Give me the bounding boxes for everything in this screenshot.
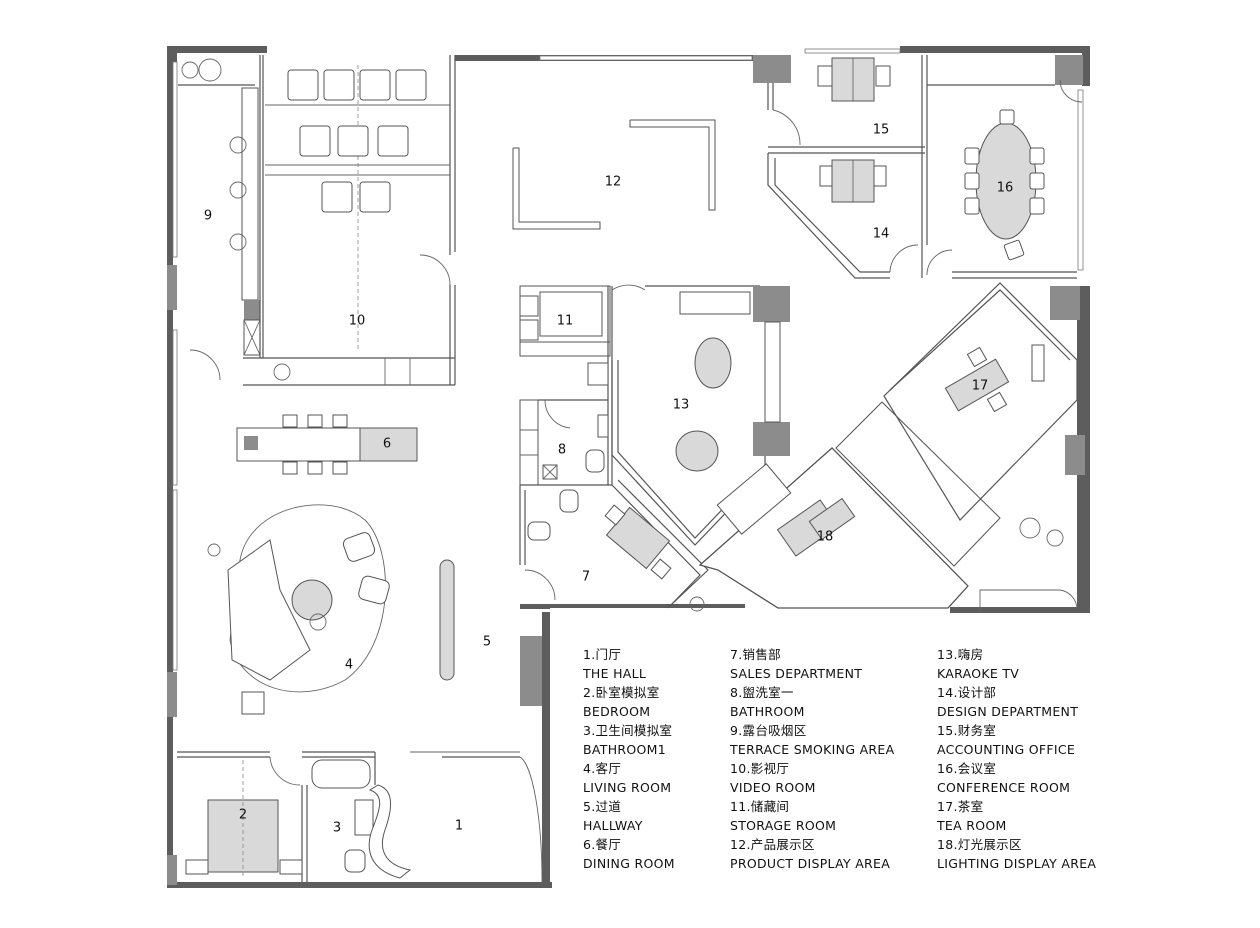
room-number: 16: [997, 181, 1014, 196]
cinema-seats: [287, 69, 427, 213]
legend-column-3: 13.嗨房 KARAOKE TV 14.设计部 DESIGN DEPARTMEN…: [937, 645, 1096, 873]
legend-column-2: 7.销售部 SALES DEPARTMENT 8.盥洗室一 BATHROOM 9…: [730, 645, 894, 873]
legend-item-cn: 11.储藏间: [730, 799, 790, 814]
dining-area: [236, 414, 418, 475]
legend-item-en: TERRACE SMOKING AREA: [730, 742, 895, 757]
living-area: [207, 504, 455, 715]
legend-item-cn: 6.餐厅: [583, 837, 622, 852]
legend-item-en: HALLWAY: [583, 818, 643, 833]
product-display-walls: [512, 119, 716, 230]
room-number: 18: [817, 530, 834, 545]
room-labels: 1 2 3 4 5 6 7 8 9 10 11 12 13 14 15 16 1…: [204, 123, 1013, 836]
room-number: 17: [972, 379, 989, 394]
legend-item-cn: 16.会议室: [937, 761, 997, 776]
room-number: 8: [558, 443, 566, 458]
legend-item-cn: 1.门厅: [583, 647, 622, 662]
legend-item-en: THE HALL: [583, 666, 647, 681]
windows: [172, 48, 1084, 671]
legend-item-en: CONFERENCE ROOM: [937, 780, 1071, 795]
sales-room: [519, 479, 709, 609]
legend-item-en: DESIGN DEPARTMENT: [937, 704, 1079, 719]
room-number: 7: [582, 570, 590, 585]
exterior-walls: [167, 46, 1090, 888]
room-number: 6: [383, 437, 391, 452]
room-number: 10: [349, 314, 366, 329]
room-number: 5: [483, 635, 491, 650]
legend-item-en: KARAOKE TV: [937, 666, 1020, 681]
room-number: 1: [455, 819, 463, 834]
legend-item-cn: 12.产品展示区: [730, 837, 815, 852]
legend-item-en: SALES DEPARTMENT: [730, 666, 863, 681]
lighting-display: [689, 282, 1078, 612]
legend-item-cn: 15.财务室: [937, 723, 997, 738]
offices-top: [767, 55, 1083, 279]
room-number: 3: [333, 821, 341, 836]
room-number: 13: [673, 398, 690, 413]
legend-item-en: ACCOUNTING OFFICE: [937, 742, 1076, 757]
legend-item-en: BATHROOM: [730, 704, 805, 719]
legend-item-cn: 14.设计部: [937, 685, 997, 700]
room-number: 15: [873, 123, 890, 138]
room-number: 14: [873, 227, 890, 242]
legend-column-1: 1.门厅 THE HALL 2.卧室模拟室 BEDROOM 3.卫生间模拟室 B…: [583, 645, 675, 873]
bedroom-and-bathroom1: [177, 751, 543, 883]
legend-item-cn: 4.客厅: [583, 761, 622, 776]
legend-item-en: PRODUCT DISPLAY AREA: [730, 856, 891, 871]
legend-item-cn: 7.销售部: [730, 647, 781, 662]
room-number: 4: [345, 658, 353, 673]
legend-item-cn: 18.灯光展示区: [937, 837, 1022, 852]
legend-item-cn: 2.卧室模拟室: [583, 685, 660, 700]
legend-item-cn: 13.嗨房: [937, 647, 984, 662]
legend-item-cn: 3.卫生间模拟室: [583, 723, 673, 738]
room-number: 9: [204, 209, 212, 224]
terrace-area: [178, 58, 261, 356]
legend-item-cn: 10.影视厅: [730, 761, 790, 776]
legend-item-en: BATHROOM1: [583, 742, 666, 757]
legend-item-en: BEDROOM: [583, 704, 651, 719]
room-number: 11: [557, 314, 574, 329]
storage-and-bathroom: [519, 284, 760, 486]
legend-item-cn: 5.过道: [583, 799, 622, 814]
conference-room: [964, 109, 1045, 261]
room-number: 2: [239, 808, 247, 823]
room-number: 12: [605, 175, 622, 190]
legend-item-cn: 17.茶室: [937, 799, 984, 814]
legend-item-en: TEA ROOM: [937, 818, 1007, 833]
video-room: [189, 55, 456, 386]
legend-item-en: LIVING ROOM: [583, 780, 672, 795]
legend-item-en: STORAGE ROOM: [730, 818, 837, 833]
legend-item-en: VIDEO ROOM: [730, 780, 816, 795]
legend-item-en: DINING ROOM: [583, 856, 675, 871]
legend-item-cn: 8.盥洗室一: [730, 685, 794, 700]
legend-item-en: LIGHTING DISPLAY AREA: [937, 856, 1097, 871]
legend-item-cn: 9.露台吸烟区: [730, 723, 807, 738]
